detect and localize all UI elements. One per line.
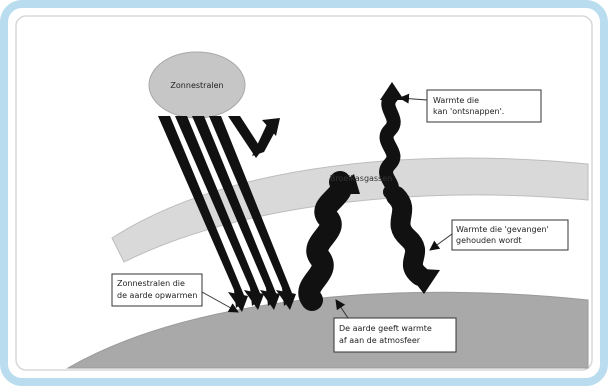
callout-trapped: Warmte die 'gevangen' gehouden wordt — [429, 219, 569, 251]
sun-rays — [158, 116, 294, 308]
callout-escape: Warmte die kan 'ontsnappen'. — [399, 89, 542, 123]
earth-emission-arrowhead — [328, 174, 360, 194]
sun-ray-4 — [209, 116, 294, 306]
trapped-heat-arrow — [386, 186, 440, 294]
earth-emission-arrow — [298, 171, 360, 311]
callout-warming: Zonnestralen die de aarde opwarmen — [111, 273, 239, 313]
escape-arrowhead — [380, 82, 404, 100]
callout-earth-emits-line-2: af aan de atmosfeer — [339, 336, 421, 345]
callout-escape-line-2: kan 'ontsnappen'. — [433, 107, 504, 116]
sun-ray-2 — [175, 116, 262, 306]
sun-ray-arrowheads — [228, 290, 296, 312]
sun-ray-1 — [158, 116, 246, 308]
reflected-ray — [228, 116, 280, 158]
reflected-ray-arrowhead — [262, 118, 280, 136]
callout-earth-emits: De aarde geeft warmte af aan de atmosfee… — [333, 299, 457, 353]
ray-arrowhead-1 — [228, 292, 248, 312]
callout-warming-line-2: de aarde opwarmen — [117, 291, 197, 300]
callout-earth-emits-line-1: De aarde geeft warmte — [339, 324, 432, 333]
trapped-arrowhead — [404, 268, 440, 294]
ray-arrowhead-2 — [244, 290, 264, 310]
sun-ray-3 — [192, 116, 278, 306]
escaping-heat-arrow — [379, 82, 404, 199]
band-label: Broeikasgassen — [330, 174, 393, 183]
callout-escape-line-1: Warmte die — [433, 96, 479, 105]
ray-arrowhead-3 — [260, 290, 280, 310]
sun-label: Zonnestralen — [170, 81, 223, 90]
callout-trapped-line-2: gehouden wordt — [456, 236, 521, 245]
ray-arrowhead-4 — [276, 290, 296, 310]
callout-warming-line-1: Zonnestralen die — [117, 279, 185, 288]
callout-trapped-line-1: Warmte die 'gevangen' — [456, 225, 549, 234]
earth — [66, 291, 589, 369]
